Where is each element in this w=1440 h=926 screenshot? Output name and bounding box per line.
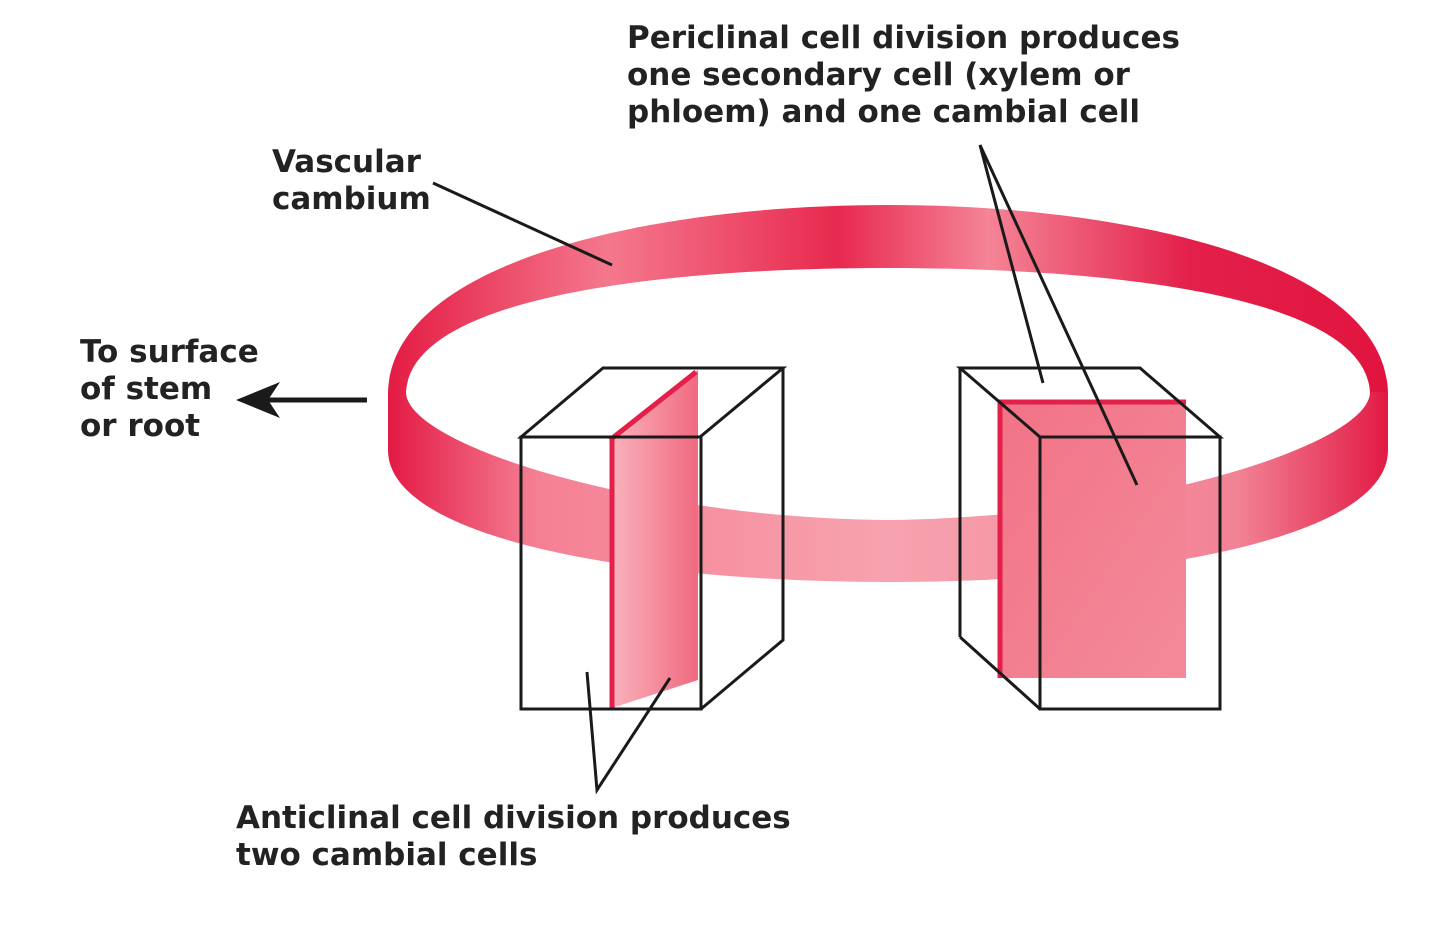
anticlinal-leader (585, 671, 672, 795)
anticlinal-cell (516, 366, 788, 711)
vascular-cambium-leader (432, 181, 613, 267)
cambium-ring-front (388, 392, 1388, 582)
to-surface-label: To surface of stem or root (80, 334, 259, 444)
arrow-head-icon (236, 382, 280, 418)
periclinal-label: Periclinal cell division produces one se… (627, 20, 1180, 130)
periclinal-wall (998, 400, 1186, 678)
cambium-ring-back (388, 205, 1388, 395)
periclinal-cell (955, 366, 1225, 711)
anticlinal-label: Anticlinal cell division produces two ca… (236, 800, 791, 873)
vascular-cambium-label: Vascular cambium (272, 144, 431, 217)
periclinal-leader (978, 144, 1139, 486)
new-cell-wall (612, 370, 698, 708)
surface-arrow (236, 382, 367, 418)
